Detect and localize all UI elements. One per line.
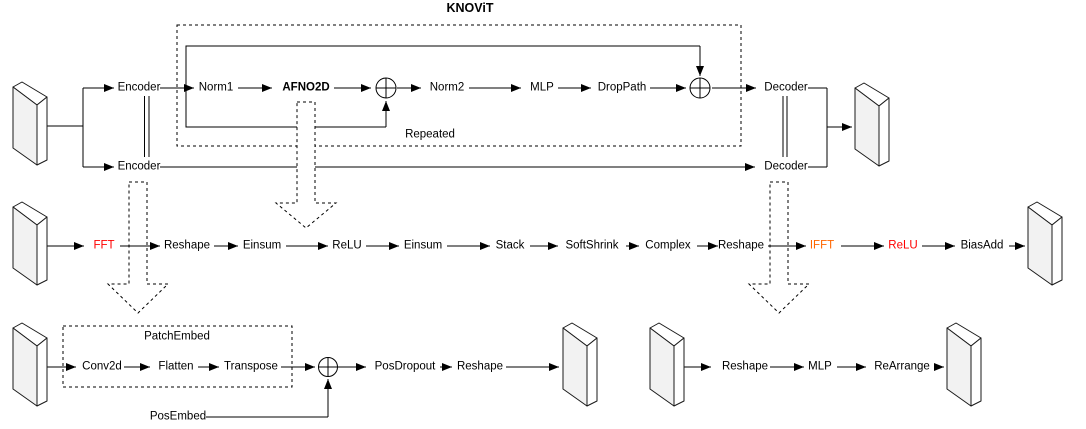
decoder-bottom-label: Decoder (764, 160, 808, 173)
decoder-top-label: Decoder (764, 81, 808, 94)
afno2d-detail-arrow (274, 101, 338, 229)
softshrink-label: SoftShrink (565, 239, 619, 252)
knovit-dashed-box (176, 24, 742, 147)
afno-input-tensor-slab (12, 201, 48, 286)
decoder-reshape-label: Reshape (721, 360, 769, 373)
relu-mid-label: ReLU (332, 239, 362, 252)
reshape-out-label: Reshape (717, 239, 765, 252)
flatten-label: Flatten (158, 360, 194, 373)
encoder-shared-weights-bars (144, 96, 150, 157)
decoder-mlp-label: MLP (808, 360, 832, 373)
patchembed-dashed-box (62, 325, 293, 388)
norm2-label: Norm2 (429, 81, 465, 94)
afno-output-tensor-slab (1027, 201, 1063, 286)
stack-label: Stack (495, 239, 525, 252)
knovit-connectors (46, 45, 852, 171)
repeated-label: Repeated (405, 128, 455, 141)
residual-add-circle-2 (689, 77, 711, 99)
patchembed-reshape-label: Reshape (456, 360, 504, 373)
residual-add-circle-1 (375, 77, 397, 99)
einsum1-label: Einsum (242, 239, 282, 252)
conv2d-label: Conv2d (82, 360, 122, 373)
transpose-label: Transpose (224, 360, 278, 373)
patchembed-box-label: PatchEmbed (144, 330, 210, 343)
posembed-add-circle (318, 357, 338, 377)
patchembed-connectors (46, 363, 559, 418)
fft-label: FFT (93, 239, 115, 252)
reshape-in-label: Reshape (163, 239, 211, 252)
decoder-shared-weights-bars (782, 96, 788, 157)
droppath-label: DropPath (597, 81, 647, 94)
input-tensor-slab (12, 81, 48, 166)
encoder-bottom-label: Encoder (117, 160, 161, 173)
patchembed-output-tensor-slab (562, 322, 598, 407)
patchembed-input-tensor-slab (12, 322, 48, 407)
einsum2-label: Einsum (403, 239, 443, 252)
biasadd-label: BiasAdd (960, 239, 1004, 252)
norm1-label: Norm1 (198, 81, 234, 94)
complex-label: Complex (645, 239, 691, 252)
output-tensor-slab (854, 82, 890, 167)
decoder-input-tensor-slab (649, 322, 685, 407)
rearrange-label: ReArrange (874, 360, 930, 373)
ifft-label: IFFT (809, 239, 835, 252)
decoder-output-tensor-slab (946, 322, 982, 407)
relu-out-label: ReLU (888, 239, 918, 252)
afno2d-label: AFNO2D (282, 81, 330, 94)
posdropout-label: PosDropout (374, 360, 436, 373)
posembed-label: PosEmbed (149, 410, 207, 423)
mlp-label: MLP (530, 81, 554, 94)
decoder-detail-arrow (747, 181, 811, 314)
encoder-top-label: Encoder (117, 81, 161, 94)
encoder-detail-arrow (106, 181, 170, 314)
diagram-title: KNOViT (446, 0, 494, 15)
